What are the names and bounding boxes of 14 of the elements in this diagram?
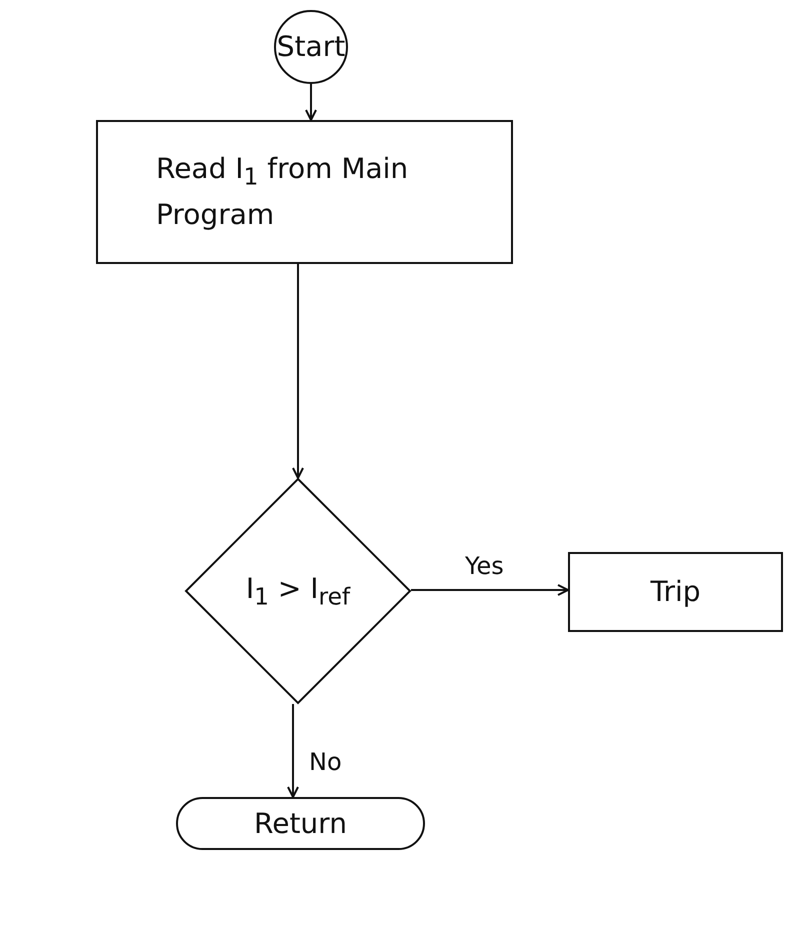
node-label: Trip bbox=[650, 574, 701, 610]
arrow bbox=[287, 704, 299, 798]
start-terminal bbox=[274, 10, 348, 84]
process-box bbox=[96, 120, 513, 264]
arrow bbox=[411, 584, 569, 596]
arrow bbox=[292, 264, 304, 479]
return-terminal bbox=[176, 797, 425, 850]
arrow bbox=[305, 84, 317, 121]
node-label: Read I$_{1}$ from Main Program bbox=[156, 150, 410, 234]
node-label: Start bbox=[276, 29, 346, 65]
process-box bbox=[568, 552, 783, 632]
decision-diamond bbox=[185, 478, 411, 704]
node-label: Return bbox=[254, 806, 347, 842]
node-label: I$_{1}$ > I$_{ref}$ bbox=[246, 570, 350, 612]
